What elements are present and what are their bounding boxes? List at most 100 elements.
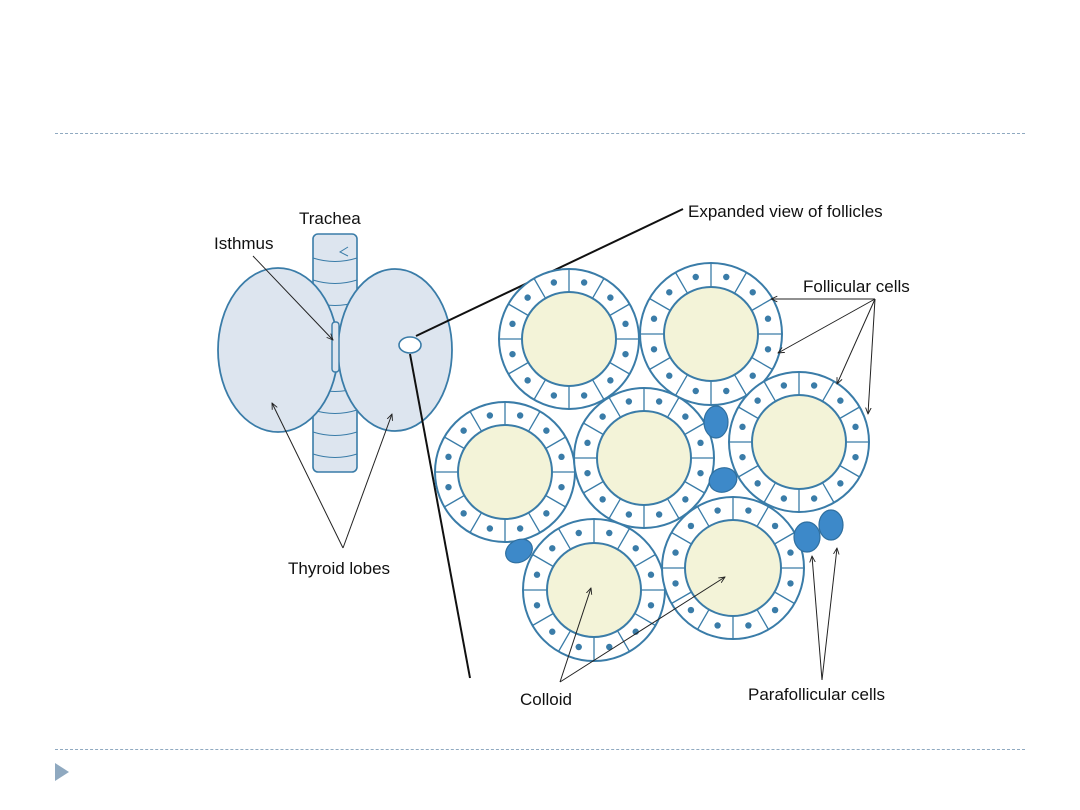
follicular-cell-wall	[674, 272, 689, 294]
follicular-cell-nucleus	[558, 483, 565, 491]
follicular-cell-nucleus	[509, 350, 516, 358]
follicular-cell-nucleus	[549, 545, 556, 552]
follicular-cell-nucleus	[771, 606, 779, 614]
follicular-cell-wall	[821, 482, 835, 503]
follicular-cell-wall	[532, 553, 554, 568]
expanded-view-label: Expanded view of follicles	[688, 202, 883, 221]
follicle	[573, 387, 715, 529]
bottom-divider	[55, 749, 1025, 750]
follicular-cell-nucleus	[810, 382, 818, 389]
follicular-cell-nucleus	[516, 412, 524, 419]
follicular-cell-wall	[608, 397, 622, 418]
follicular-cell-wall	[674, 374, 689, 396]
follicular-cell-wall	[508, 303, 529, 317]
follicular-cell-nucleus	[607, 377, 614, 384]
follicles-group	[434, 262, 870, 662]
follicle	[434, 401, 576, 543]
follicle	[661, 496, 805, 640]
follicle	[498, 268, 640, 410]
follicular-cell-nucleus	[509, 320, 516, 328]
follicular-cell-nucleus	[606, 529, 613, 537]
follicular-cell-nucleus	[650, 315, 658, 322]
follicular-cell-nucleus	[533, 602, 541, 609]
follicular-cell-nucleus	[655, 511, 663, 518]
parafollicular-cell	[793, 521, 821, 553]
follicle	[639, 262, 783, 406]
follicular-cell-nucleus	[745, 622, 752, 629]
colloid	[663, 286, 759, 382]
follicular-cell-wall	[839, 406, 860, 420]
follicular-cell-wall	[666, 498, 680, 519]
isthmus-label: Isthmus	[214, 234, 274, 253]
follicular-cell-nucleus	[575, 529, 582, 537]
follicular-cell-wall	[533, 379, 547, 400]
follicular-cell-nucleus	[460, 427, 467, 434]
follicular-cell-nucleus	[787, 580, 794, 587]
follicular-cell-nucleus	[584, 469, 591, 477]
follicular-cell-nucleus	[754, 480, 761, 487]
follicular-cell-nucleus	[655, 398, 663, 405]
parafollicular-cell	[703, 405, 729, 439]
follicular-cell-nucleus	[714, 507, 721, 514]
follicular-cell-nucleus	[445, 483, 452, 491]
follicular-cell-nucleus	[787, 549, 794, 556]
follicular-cell-wall	[774, 591, 795, 605]
follicular-cell-wall	[763, 482, 777, 503]
follicular-cell-nucleus	[771, 522, 779, 530]
follicular-cell-nucleus	[697, 439, 704, 447]
colloid	[751, 394, 847, 490]
follicular-cell-wall	[583, 422, 604, 436]
follicular-cell-wall	[533, 278, 547, 299]
follicular-cell-nucleus	[543, 510, 550, 517]
follicular-cell-wall	[508, 361, 529, 375]
follicular-cell-wall	[444, 494, 465, 508]
follicular-cell-nucleus	[723, 387, 730, 395]
follicular-cell-wall	[839, 464, 860, 478]
follicular-cell-nucleus	[852, 423, 859, 431]
follicular-cell-wall	[733, 272, 748, 294]
follicular-cell-wall	[545, 494, 566, 508]
follicular-cell-nucleus	[739, 423, 746, 431]
follicular-cell-wall	[756, 609, 770, 630]
follicular-cell-nucleus	[780, 495, 788, 502]
follicular-cell-nucleus	[749, 289, 756, 296]
follicular-cell-nucleus	[692, 387, 699, 395]
follicular-cell-nucleus	[599, 496, 606, 503]
follicular-cell-nucleus	[606, 643, 613, 651]
follicular-cell-wall	[733, 374, 748, 396]
follicular-cells-label: Follicular cells	[803, 277, 910, 296]
parafollicular-cells-label: Parafollicular cells	[748, 685, 885, 704]
follicular-cell-nucleus	[599, 413, 606, 420]
follicular-cell-nucleus	[549, 628, 556, 635]
follicular-cell-nucleus	[625, 398, 633, 405]
colloid	[596, 410, 692, 506]
follicular-cell-wall	[696, 506, 710, 527]
follicular-cell-nucleus	[672, 580, 679, 587]
follicular-cell-wall	[821, 381, 835, 402]
follicular-cell-nucleus	[524, 294, 531, 301]
colloid	[457, 424, 553, 520]
follicular-cell-wall	[469, 512, 483, 533]
follicular-cell-nucleus	[739, 453, 746, 461]
follicular-cell-nucleus	[580, 392, 588, 399]
follicular-cell-nucleus	[632, 545, 639, 552]
follicular-cell-wall	[649, 356, 671, 371]
follicular-cell-wall	[609, 361, 630, 375]
follicular-cell-nucleus	[524, 377, 531, 384]
follicular-cell-wall	[609, 303, 630, 317]
follicular-cell-wall	[591, 379, 605, 400]
right-thyroid-lobe	[337, 268, 453, 432]
follicle-region-marker	[398, 336, 422, 354]
follicular-cell-nucleus	[533, 571, 541, 578]
follicular-cell-wall	[684, 422, 705, 436]
top-divider	[55, 133, 1025, 134]
follicular-cell-wall	[671, 531, 692, 545]
follicular-cell-wall	[532, 612, 554, 627]
follicular-cell-nucleus	[682, 413, 689, 420]
follicular-cell-wall	[545, 436, 566, 450]
follicular-cell-nucleus	[486, 525, 494, 532]
follicular-cell-nucleus	[749, 372, 756, 379]
follicular-cell-nucleus	[666, 372, 673, 379]
follicular-cell-nucleus	[723, 273, 730, 281]
